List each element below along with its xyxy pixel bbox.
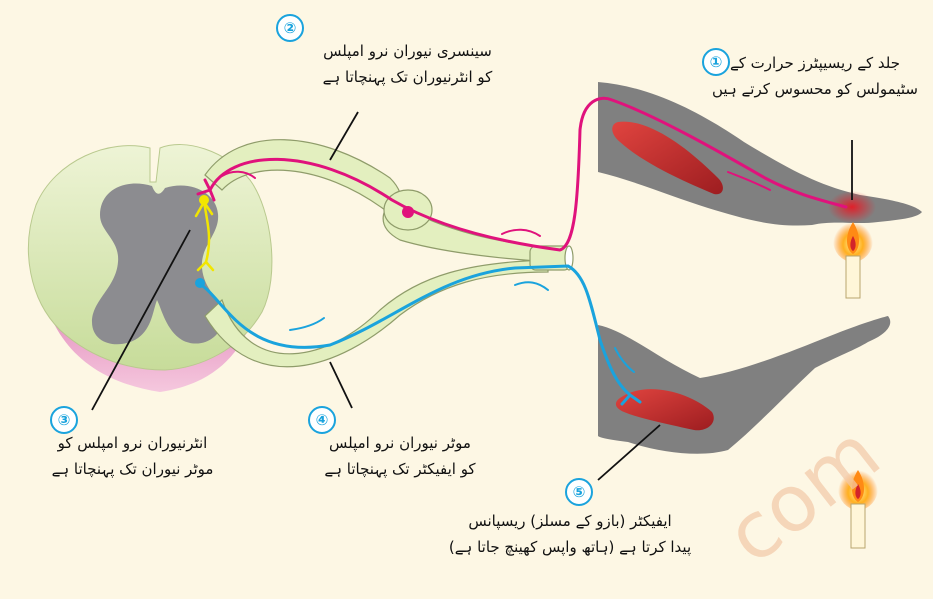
- step-2-line-1: سینسری نیوران نرو امپلس: [300, 38, 515, 64]
- candle-top-body: [846, 256, 860, 298]
- motor-arrow-1: [290, 318, 324, 330]
- step-2-label: سینسری نیوران نرو امپلس کو انٹرنیوران تک…: [300, 38, 515, 90]
- step-5-line-2: پیدا کرتا ہے (ہاتھ واپس کھینچ جاتا ہے): [420, 534, 720, 560]
- step-5-label: ایفیکٹر (بازو کے مسلز) ریسپانس پیدا کرتا…: [420, 508, 720, 560]
- step-3-label: انٹرنیوران نرو امپلس کو موٹر نیوران تک پ…: [30, 430, 235, 482]
- sensory-cell-body: [402, 206, 414, 218]
- step-4-line-1: موٹر نیوران نرو امپلس: [290, 430, 510, 456]
- candle-top: [833, 218, 873, 298]
- interneuron-cell-body: [199, 195, 209, 205]
- motor-arrow-2: [515, 282, 548, 290]
- step-5-line-1: ایفیکٹر (بازو کے مسلز) ریسپانس: [420, 508, 720, 534]
- arm-top: [598, 82, 922, 226]
- step-4-line-2: کو ایفیکٹر تک پہنچاتا ہے: [290, 456, 510, 482]
- step-3-line-2: موٹر نیوران تک پہنچاتا ہے: [30, 456, 235, 482]
- step-3-line-1: انٹرنیوران نرو امپلس کو: [30, 430, 235, 456]
- step-1-line-2: سٹیمولس کو محسوس کرتے ہیں: [700, 76, 930, 102]
- step-2-line-2: کو انٹرنیوران تک پہنچاتا ہے: [300, 64, 515, 90]
- step-4-label: موٹر نیوران نرو امپلس کو ایفیکٹر تک پہنچ…: [290, 430, 510, 482]
- step-1-label: جلد کے ریسیپٹرز حرارت کے سٹیمولس کو محسو…: [700, 50, 930, 102]
- step-5-badge: ⑤: [565, 478, 593, 506]
- motor-cell-body: [195, 278, 205, 288]
- spinal-cord-cross-section: [28, 145, 271, 392]
- sensory-arrow-2: [502, 230, 540, 236]
- leader-line-4: [330, 362, 352, 408]
- step-1-line-1: جلد کے ریسیپٹرز حرارت کے: [700, 50, 930, 76]
